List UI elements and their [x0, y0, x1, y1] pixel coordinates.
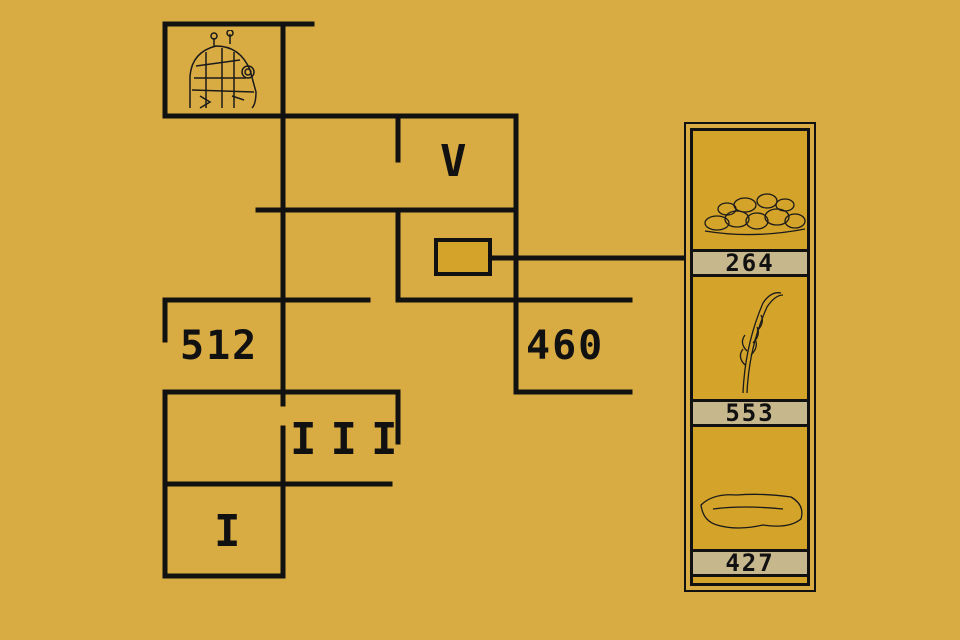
- resource-slot-grain[interactable]: 553: [693, 283, 807, 435]
- grain-count: 553: [693, 399, 807, 427]
- armored-knight-icon[interactable]: [170, 30, 280, 114]
- gold-count: 264: [693, 249, 807, 277]
- resource-slot-gold[interactable]: 264: [693, 131, 807, 283]
- gold-nuggets-icon: [704, 193, 806, 236]
- territory-value-west[interactable]: 512: [180, 323, 259, 369]
- grain-icon: [739, 292, 784, 394]
- hide-icon: [700, 493, 803, 529]
- selection-marker[interactable]: [434, 238, 492, 276]
- territory-i-label[interactable]: I: [214, 506, 247, 557]
- territory-value-east[interactable]: 460: [526, 323, 605, 369]
- territory-v-label[interactable]: V: [440, 136, 473, 187]
- territory-iii-label[interactable]: III: [290, 414, 412, 465]
- resource-slot-hide[interactable]: 427: [693, 435, 807, 587]
- resource-panel: 264 553: [684, 122, 816, 592]
- hide-count: 427: [693, 549, 807, 577]
- resource-panel-inner: 264 553: [690, 128, 810, 586]
